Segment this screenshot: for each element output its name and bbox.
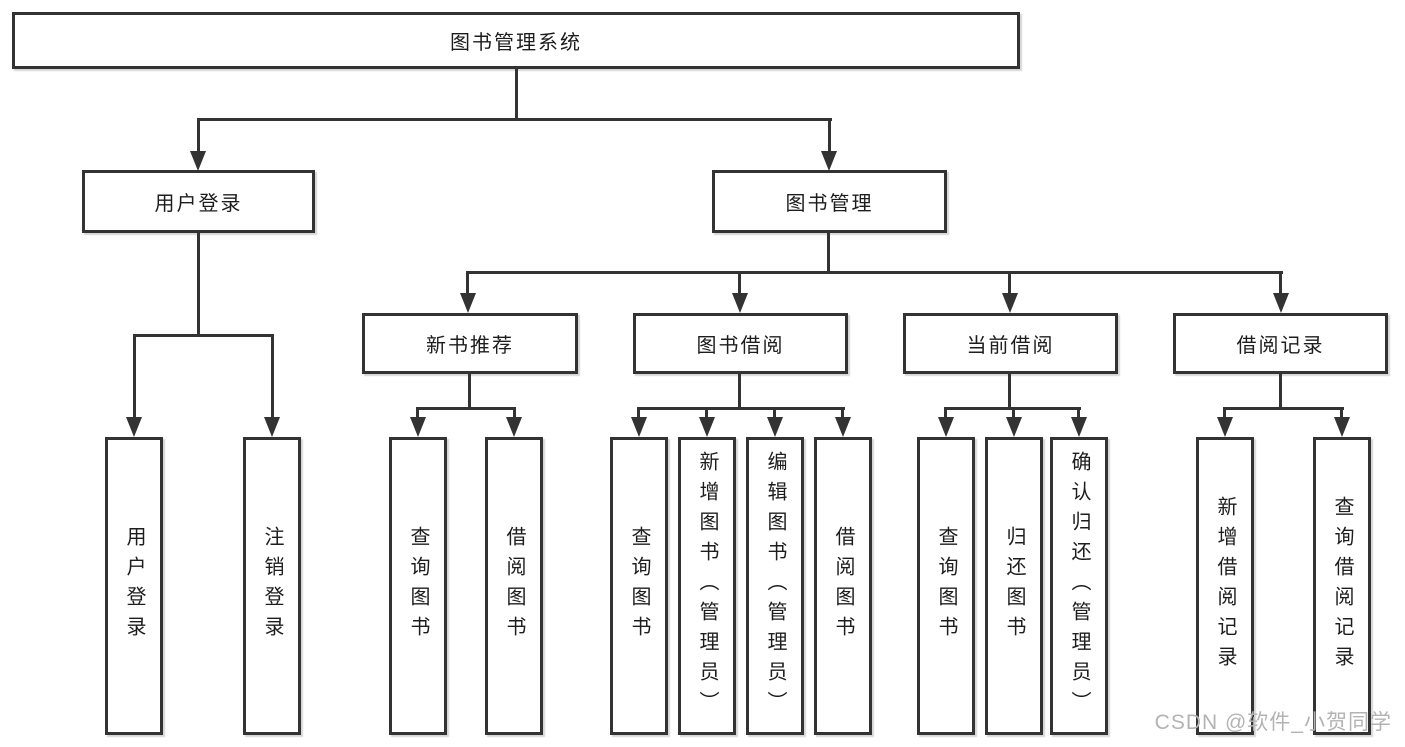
leaf-label: 查询借阅记录 xyxy=(1331,496,1353,676)
arrowhead-down-icon xyxy=(460,293,476,313)
connector-records-bar xyxy=(1223,407,1344,410)
arrowhead-down-icon xyxy=(190,151,206,171)
node-library-management-system: 图书管理系统 xyxy=(12,12,1020,69)
connector-book-mgmt-stem xyxy=(827,233,830,274)
connector-newbook-stem xyxy=(468,374,471,410)
leaf-label: 借阅图书 xyxy=(503,526,525,646)
node-label: 借阅记录 xyxy=(1236,335,1325,357)
leaf-borrow-books-recommend: 借阅图书 xyxy=(485,437,543,735)
connector-bookborrow-stem xyxy=(738,374,741,410)
node-label: 图书借阅 xyxy=(696,335,785,357)
connector-stub-leaf-logout xyxy=(271,334,274,417)
arrowhead-down-icon xyxy=(410,417,426,437)
leaf-label: 注销登录 xyxy=(261,526,283,646)
connector-stub xyxy=(1012,407,1015,419)
leaf-confirm-return-admin: 确认归还（管理员） xyxy=(1050,437,1108,735)
arrowhead-down-icon xyxy=(767,417,783,437)
leaf-query-books-current: 查询图书 xyxy=(917,437,975,735)
leaf-label: 新增借阅记录 xyxy=(1214,496,1236,676)
leaf-label: 查询图书 xyxy=(628,526,650,646)
arrowhead-down-icon xyxy=(126,417,142,437)
connector-stub xyxy=(1340,407,1343,419)
node-label: 图书管理 xyxy=(785,193,874,215)
leaf-label: 查询图书 xyxy=(935,526,957,646)
leaf-label: 编辑图书（管理员） xyxy=(764,451,786,721)
leaf-logout: 注销登录 xyxy=(243,437,301,735)
connector-stub xyxy=(705,407,708,419)
connector-stub-leaf-login xyxy=(133,334,136,417)
leaf-add-books-admin: 新增图书（管理员） xyxy=(678,437,736,735)
connector-stub-new-book xyxy=(466,271,469,295)
connector-newbook-bar xyxy=(416,407,516,410)
leaf-label: 用户登录 xyxy=(123,526,145,646)
arrowhead-down-icon xyxy=(1217,417,1233,437)
arrowhead-down-icon xyxy=(506,417,522,437)
connector-records-stem xyxy=(1279,374,1282,410)
connector-stub xyxy=(1223,407,1226,419)
arrowhead-down-icon xyxy=(1006,417,1022,437)
connector-root-stem xyxy=(515,69,518,120)
connector-stub xyxy=(841,407,844,419)
leaf-query-books-recommend: 查询图书 xyxy=(389,437,447,735)
leaf-label: 归还图书 xyxy=(1003,526,1025,646)
arrowhead-down-icon xyxy=(1273,293,1289,313)
node-label: 当前借阅 xyxy=(966,335,1055,357)
arrowhead-down-icon xyxy=(699,417,715,437)
arrowhead-down-icon xyxy=(938,417,954,437)
arrowhead-down-icon xyxy=(1002,293,1018,313)
leaf-label: 查询图书 xyxy=(407,526,429,646)
connector-book-mgmt-bar xyxy=(466,271,1283,274)
connector-stub xyxy=(1077,407,1080,419)
connector-stub-book-mgmt xyxy=(828,118,831,152)
node-label: 图书管理系统 xyxy=(450,32,582,54)
connector-stub-user-login xyxy=(197,118,200,152)
node-new-book-recommend: 新书推荐 xyxy=(362,313,578,374)
arrowhead-down-icon xyxy=(835,417,851,437)
node-label: 新书推荐 xyxy=(426,335,514,357)
leaf-user-login: 用户登录 xyxy=(105,437,163,735)
leaf-borrow-books: 借阅图书 xyxy=(814,437,872,735)
node-borrow-records: 借阅记录 xyxy=(1173,313,1388,374)
leaf-label: 新增图书（管理员） xyxy=(696,451,718,721)
node-book-management: 图书管理 xyxy=(712,170,947,233)
connector-stub-book-borrow xyxy=(738,271,741,295)
node-user-login: 用户登录 xyxy=(82,170,315,233)
connector-stub xyxy=(637,407,640,419)
arrowhead-down-icon xyxy=(631,417,647,437)
leaf-add-borrow-record: 新增借阅记录 xyxy=(1196,437,1254,735)
leaf-label: 借阅图书 xyxy=(832,526,854,646)
leaf-query-books-borrowing: 查询图书 xyxy=(610,437,668,735)
connector-stub xyxy=(773,407,776,419)
connector-stub-current-borrow xyxy=(1008,271,1011,295)
leaf-query-borrow-record: 查询借阅记录 xyxy=(1313,437,1371,735)
leaf-return-books: 归还图书 xyxy=(985,437,1043,735)
arrowhead-down-icon xyxy=(1071,417,1087,437)
leaf-edit-books-admin: 编辑图书（管理员） xyxy=(746,437,804,735)
connector-stub xyxy=(944,407,947,419)
connector-currentborrow-stem xyxy=(1008,374,1011,410)
node-label: 用户登录 xyxy=(154,193,243,215)
leaf-label: 确认归还（管理员） xyxy=(1068,451,1090,721)
connector-bookborrow-bar xyxy=(637,407,845,410)
arrowhead-down-icon xyxy=(1334,417,1350,437)
node-book-borrowing: 图书借阅 xyxy=(633,313,848,374)
connector-root-bar xyxy=(197,118,832,121)
connector-user-login-stem xyxy=(197,233,200,336)
csdn-watermark: CSDN @软件_小贺同学 xyxy=(1154,711,1392,734)
connector-stub xyxy=(513,407,516,419)
connector-stub-borrow-records xyxy=(1279,271,1282,295)
arrowhead-down-icon xyxy=(732,293,748,313)
arrowhead-down-icon xyxy=(821,151,837,171)
node-current-borrowing: 当前借阅 xyxy=(903,313,1118,374)
connector-stub xyxy=(416,407,419,419)
connector-user-login-bar xyxy=(133,334,274,337)
arrowhead-down-icon xyxy=(264,417,280,437)
